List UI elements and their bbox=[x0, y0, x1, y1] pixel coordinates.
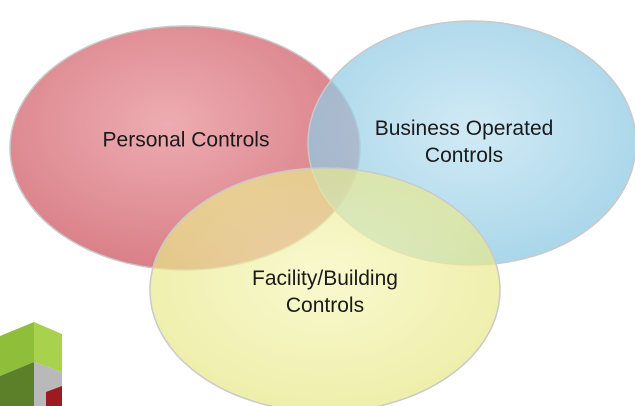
label-business-line-1: Business Operated bbox=[374, 117, 554, 140]
brand-logo-icon bbox=[0, 322, 62, 406]
label-business-line-2: Controls bbox=[424, 144, 504, 167]
label-personal-controls: Personal Controls bbox=[103, 127, 270, 154]
label-business-operated-controls: Business Operated Controls bbox=[375, 115, 554, 169]
label-facility-building-controls: Facility/Building Controls bbox=[252, 265, 398, 319]
label-personal-line-1: Personal Controls bbox=[102, 128, 270, 152]
label-facility-line-1: Facility/Building bbox=[252, 267, 398, 290]
label-facility-line-2: Controls bbox=[285, 294, 365, 317]
circle-facility-building-controls bbox=[149, 167, 501, 406]
